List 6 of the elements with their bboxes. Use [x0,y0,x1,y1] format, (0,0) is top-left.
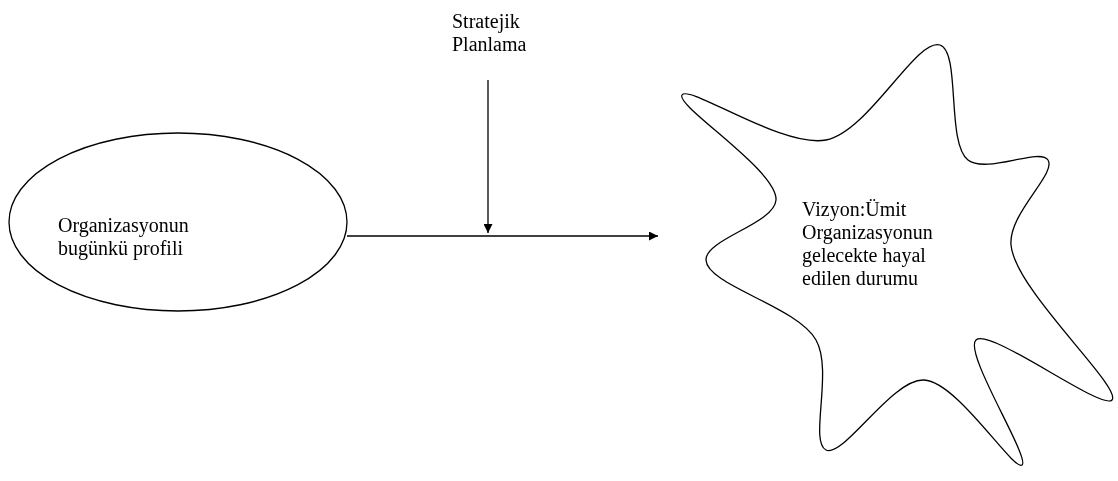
node-label: Organizasyonun bugünkü profili [58,214,190,260]
heading-text: Vizyon:Ümit [802,198,908,221]
node-label: Organizasyonun gelecekte hayal edilen durumu [802,221,934,290]
arrow [346,231,659,241]
arrow [483,79,493,234]
node-label: Stratejik Planlama [452,10,528,56]
